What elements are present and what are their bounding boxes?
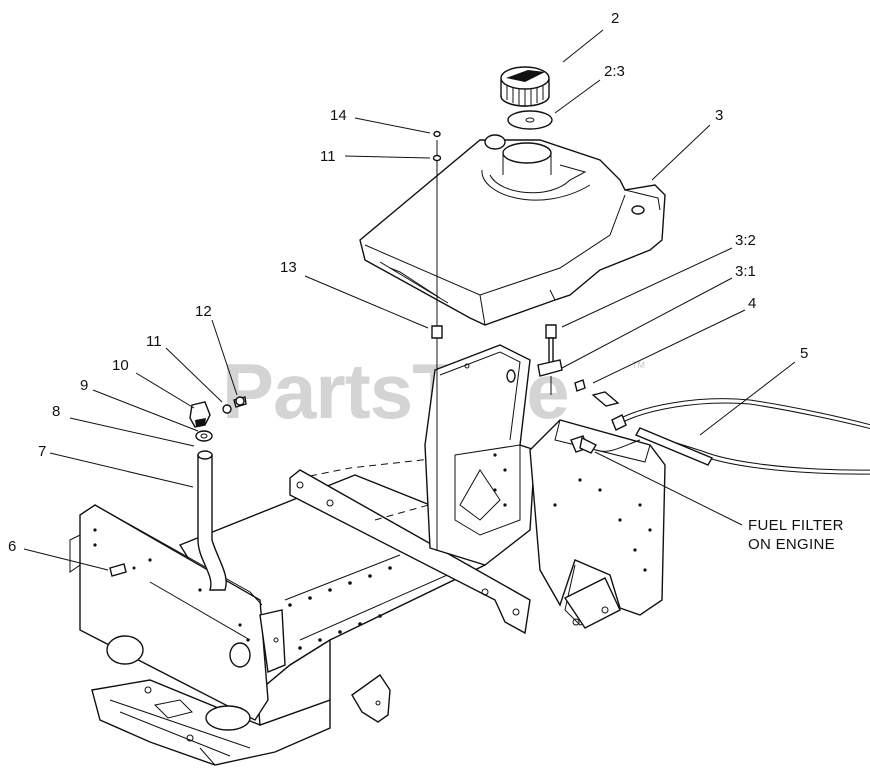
fuel-tank-filler-neck [502,142,552,164]
callout-11-side: 11 [146,333,162,350]
watermark-trademark: TM [632,360,645,370]
frame-right-side-panel [529,419,666,616]
vent-hose [197,450,227,591]
fuel-tank-body [359,139,666,326]
callout-7: 7 [38,443,46,460]
callout-12: 12 [195,303,212,320]
fuel-tank [359,134,666,326]
small-washer [222,404,232,414]
callout-2: 2 [611,10,619,27]
vent-cap-bracket [189,401,211,428]
callout-8: 8 [52,403,60,420]
callout-3-1: 3:1 [735,263,756,280]
hose-clamp [195,430,213,442]
callout-14: 14 [330,107,347,124]
mounting-bolt [109,563,136,577]
frame-center-bracket [424,344,536,566]
fuel-tank-fitting [537,324,563,395]
small-screw [233,396,247,408]
callout-3-2: 3:2 [735,232,756,249]
callout-4: 4 [748,295,756,312]
callout-labels: 2 2:3 3 14 11 13 3:2 3:1 4 5 12 11 10 9 … [8,10,808,555]
note-line-1: FUEL FILTER [748,517,844,534]
tractor-frame [69,344,666,766]
fuel-line-hose [611,398,870,475]
tank-mounting-rod [431,130,443,550]
callout-11-top: 11 [320,148,336,165]
callout-5: 5 [800,345,808,362]
fuel-line-clamp [574,379,620,407]
fuel-filter [570,435,641,454]
callout-13: 13 [280,259,297,276]
fuel-filter-note: FUEL FILTER ON ENGINE [748,517,844,553]
fuel-cap-gasket [507,110,553,130]
callout-3: 3 [715,107,723,124]
leader-lines [23,29,796,571]
callout-9: 9 [80,377,88,394]
note-line-2: ON ENGINE [748,536,835,553]
callout-6: 6 [8,538,16,555]
fuel-cap [500,66,550,107]
callout-10: 10 [112,357,129,374]
callout-2-3: 2:3 [604,63,625,80]
